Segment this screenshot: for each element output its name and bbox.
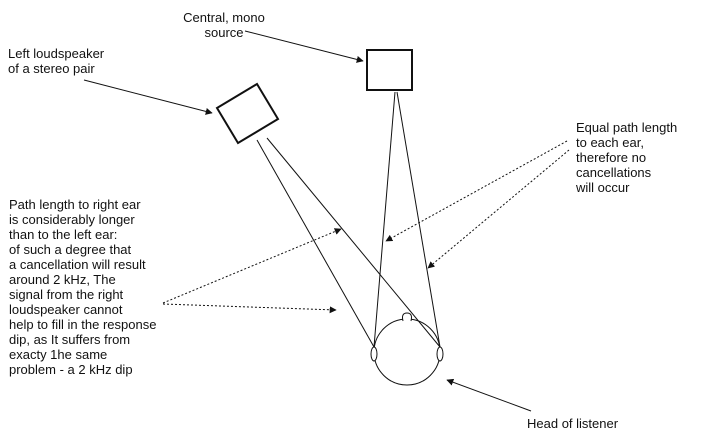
left-speaker-box [215, 82, 280, 145]
listener-nose [402, 312, 412, 322]
path-length-label-line: than to the left ear: [9, 227, 118, 242]
path-length-label-line: exacty 1he same [9, 347, 108, 362]
path-length-arrow-1 [162, 228, 342, 304]
equal-path-arrow-2 [427, 149, 570, 269]
path-length-label-line: problem - a 2 kHz dip [9, 362, 133, 377]
equal-path-label-line: cancellations [576, 165, 652, 180]
central-to-left-ear-path [373, 91, 396, 348]
right-ear [436, 346, 444, 362]
central-source-label: Central, mono source [156, 10, 292, 40]
path-length-label-line: signal from the right [9, 287, 124, 302]
head-label-arrow [446, 378, 532, 412]
central-source-label-line: Central, mono [183, 10, 265, 25]
path-length-label-line: Path length to right ear [9, 197, 141, 212]
central-label-arrow [244, 30, 364, 63]
head-label-line: Head of listener [527, 416, 619, 431]
equal-path-label-line: Equal path length [576, 120, 678, 135]
path-length-label-line: dip, as It suffers from [9, 332, 131, 347]
left-label-arrow [83, 79, 213, 115]
equal-path-label: Equal path length to each ear, therefore… [576, 120, 677, 195]
central-speaker-box [366, 49, 413, 91]
left-speaker-to-right-ear-path [266, 137, 441, 348]
equal-path-label-line: will occur [576, 180, 630, 195]
path-length-label: Path length to right ear is considerably… [9, 197, 156, 377]
path-length-label-line: help to fill in the response [9, 317, 157, 332]
left-speaker-to-left-ear-path [256, 139, 375, 348]
path-length-label-line: a cancellation will result [9, 257, 146, 272]
path-length-label-line: is considerably longer [9, 212, 135, 227]
path-length-label-line: of such a degree that [9, 242, 132, 257]
equal-path-arrow-1 [385, 140, 568, 242]
central-source-label-line: source [204, 25, 244, 40]
equal-path-label-line: to each ear, [576, 135, 644, 150]
path-length-label-line: loudspeaker cannot [9, 302, 123, 317]
head-label: Head of listener [527, 416, 618, 431]
left-speaker-label: Left loudspeaker of a stereo pair [8, 46, 104, 76]
left-speaker-label-line: Left loudspeaker [8, 46, 105, 61]
path-length-label-line: around 2 kHz, The [9, 272, 116, 287]
path-length-arrow-2 [162, 303, 337, 314]
central-to-right-ear-path [396, 91, 441, 348]
left-speaker-label-line: of a stereo pair [8, 61, 95, 76]
left-ear [370, 346, 378, 362]
listener-head [373, 318, 441, 386]
equal-path-label-line: therefore no [576, 150, 647, 165]
